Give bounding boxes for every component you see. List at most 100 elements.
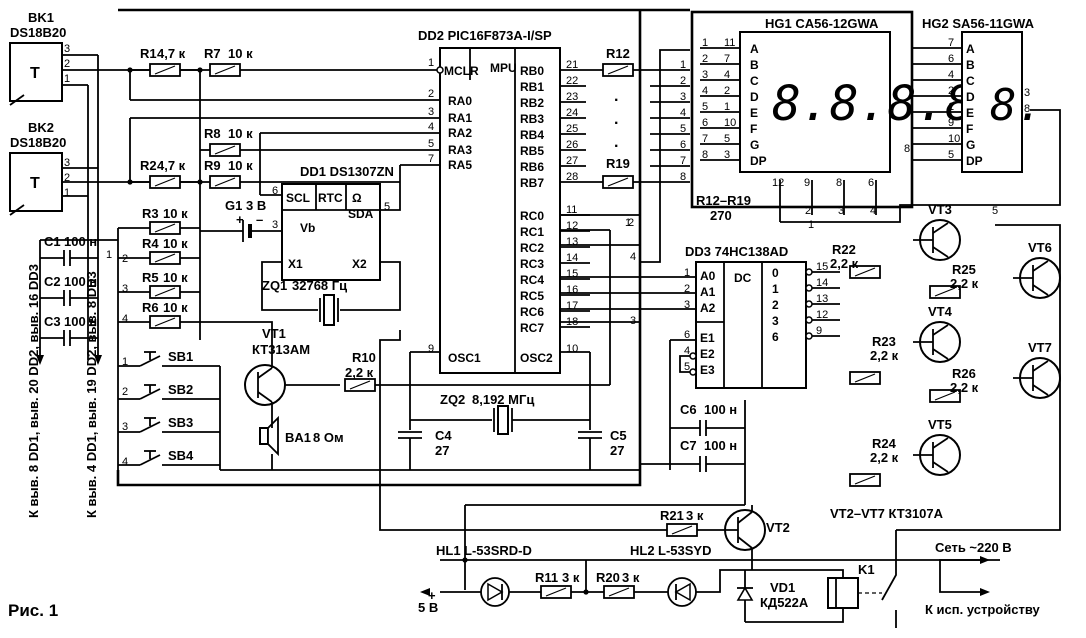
svg-text:T: T <box>30 65 40 82</box>
svg-text:E1: E1 <box>700 331 715 345</box>
rtc-dd1: DD1 DS1307ZN SCL RTC Ω SDA Vb X1 X2 6 5 … <box>272 164 394 281</box>
segment-label: C <box>750 74 759 88</box>
pin-num: 4 <box>724 69 730 81</box>
svg-text:R8: R8 <box>204 126 221 141</box>
pin-num: 12 <box>772 177 784 189</box>
svg-text:1: 1 <box>106 249 112 261</box>
pin-num: 7 <box>702 133 708 145</box>
svg-text:SDA: SDA <box>348 207 374 221</box>
svg-text:2,2 к: 2,2 к <box>830 256 859 271</box>
svg-text:E3: E3 <box>700 363 715 377</box>
svg-text:27: 27 <box>435 443 449 458</box>
svg-text:4: 4 <box>680 107 686 119</box>
svg-text:Vb: Vb <box>300 221 315 235</box>
svg-text:4: 4 <box>122 456 128 468</box>
svg-text:RA2: RA2 <box>448 126 472 140</box>
pin-rb6: RB6 <box>520 160 544 174</box>
pin-rb0: RB0 <box>520 64 544 78</box>
svg-text:7: 7 <box>680 155 686 167</box>
pin-rc1: RC1 <box>520 225 544 239</box>
svg-text:3 к: 3 к <box>622 570 640 585</box>
svg-text:–: – <box>256 212 263 227</box>
svg-text:2: 2 <box>122 253 128 265</box>
svg-text:·: · <box>614 138 619 155</box>
pin-rb4: RB4 <box>520 128 544 142</box>
svg-text:5: 5 <box>684 361 690 373</box>
led-hl1: HL1 L-53SRD-D <box>436 543 532 607</box>
svg-text:100 н: 100 н <box>64 314 97 329</box>
pin-num: 5 <box>948 149 954 161</box>
svg-text:R12–R19: R12–R19 <box>696 193 751 208</box>
svg-text:VT5: VT5 <box>928 417 952 432</box>
svg-text:E2: E2 <box>700 347 715 361</box>
pin-rb2: RB2 <box>520 96 544 110</box>
capacitor-c1: C1 100 н <box>40 234 98 266</box>
svg-text:5: 5 <box>428 138 434 150</box>
svg-text:9: 9 <box>428 343 434 355</box>
segment-label: G <box>966 138 975 152</box>
svg-text:1: 1 <box>428 57 434 69</box>
resistor-r3: R3 10 к <box>142 206 188 235</box>
pin-rb5: RB5 <box>520 144 544 158</box>
svg-text:HG2 SA56-11GWA: HG2 SA56-11GWA <box>922 16 1035 31</box>
board-frame <box>116 8 690 487</box>
svg-text:DD1 DS1307ZN: DD1 DS1307ZN <box>300 164 394 179</box>
svg-text:C3: C3 <box>44 314 61 329</box>
svg-text:G1: G1 <box>225 198 242 213</box>
button-sb4: SB4 <box>118 448 220 466</box>
svg-text:R20: R20 <box>596 570 620 585</box>
capacitor-c7: C7 100 н <box>640 438 745 472</box>
mcu-dd2: DD2 PIC16F873A-I/SP MPU 1 MCLR 2 RA0 3 R… <box>418 28 690 374</box>
pin-num: 13 <box>816 293 828 305</box>
resistor-r19: R19 <box>602 156 634 189</box>
svg-text:OSC2: OSC2 <box>520 351 553 365</box>
decoder-output: 0 <box>772 266 779 280</box>
svg-text:+: + <box>236 212 244 227</box>
svg-text:5 В: 5 В <box>418 600 438 615</box>
pin-num: 10 <box>724 117 736 129</box>
pin-num: 2 <box>724 85 730 97</box>
svg-text:R5: R5 <box>142 270 159 285</box>
pin-num: 10 <box>948 133 960 145</box>
svg-text:R10: R10 <box>352 350 376 365</box>
svg-text:DS18B20: DS18B20 <box>10 135 66 150</box>
svg-text:C7: C7 <box>680 438 697 453</box>
pin-rc0: RC0 <box>520 209 544 223</box>
capacitor-c6: C6 100 н <box>670 402 745 436</box>
svg-text:3 к: 3 к <box>686 508 704 523</box>
svg-text:2,2 к: 2,2 к <box>870 348 899 363</box>
quartz-zq1: ZQ1 32768 Гц <box>261 261 401 326</box>
svg-text:К исп. устройству: К исп. устройству <box>925 602 1040 617</box>
svg-text:RTC: RTC <box>318 191 343 205</box>
pin-num: 4 <box>948 69 954 81</box>
pin-num: 1 <box>702 37 708 49</box>
svg-text:RA0: RA0 <box>448 94 472 108</box>
pin-num: 21 <box>566 59 578 71</box>
svg-text:7: 7 <box>428 153 434 165</box>
quartz-zq2: ZQ2 8,192 МГц <box>410 392 590 435</box>
pin-rc4: RC4 <box>520 273 544 287</box>
svg-text:1: 1 <box>122 356 128 368</box>
pin-num: 26 <box>566 139 578 151</box>
svg-text:1: 1 <box>64 187 70 199</box>
pin-num: 3 <box>724 149 730 161</box>
transistor-vt7: VT7 <box>1013 340 1061 399</box>
pin-num: 12 <box>566 220 578 232</box>
svg-text:3: 3 <box>64 43 70 55</box>
svg-text:K1: K1 <box>858 562 875 577</box>
segment-label: F <box>750 122 757 136</box>
svg-text:R23: R23 <box>872 334 896 349</box>
svg-text:КТ313АМ: КТ313АМ <box>252 342 310 357</box>
svg-text:ZQ1: ZQ1 <box>262 278 287 293</box>
svg-text:3: 3 <box>838 205 844 217</box>
svg-text:·: · <box>614 115 619 132</box>
svg-text:C4: C4 <box>435 428 452 443</box>
segment-label: E <box>750 106 758 120</box>
svg-text:100 н: 100 н <box>704 402 737 417</box>
decoder-dd3: DD3 74HC138AD DC A0 A1 A2 1 2 3 E1 E2 E3… <box>684 244 840 389</box>
resistor-r4: R4 10 к <box>142 236 188 265</box>
segment-label: G <box>750 138 759 152</box>
svg-text:270: 270 <box>710 208 732 223</box>
pin-num: 25 <box>566 123 578 135</box>
